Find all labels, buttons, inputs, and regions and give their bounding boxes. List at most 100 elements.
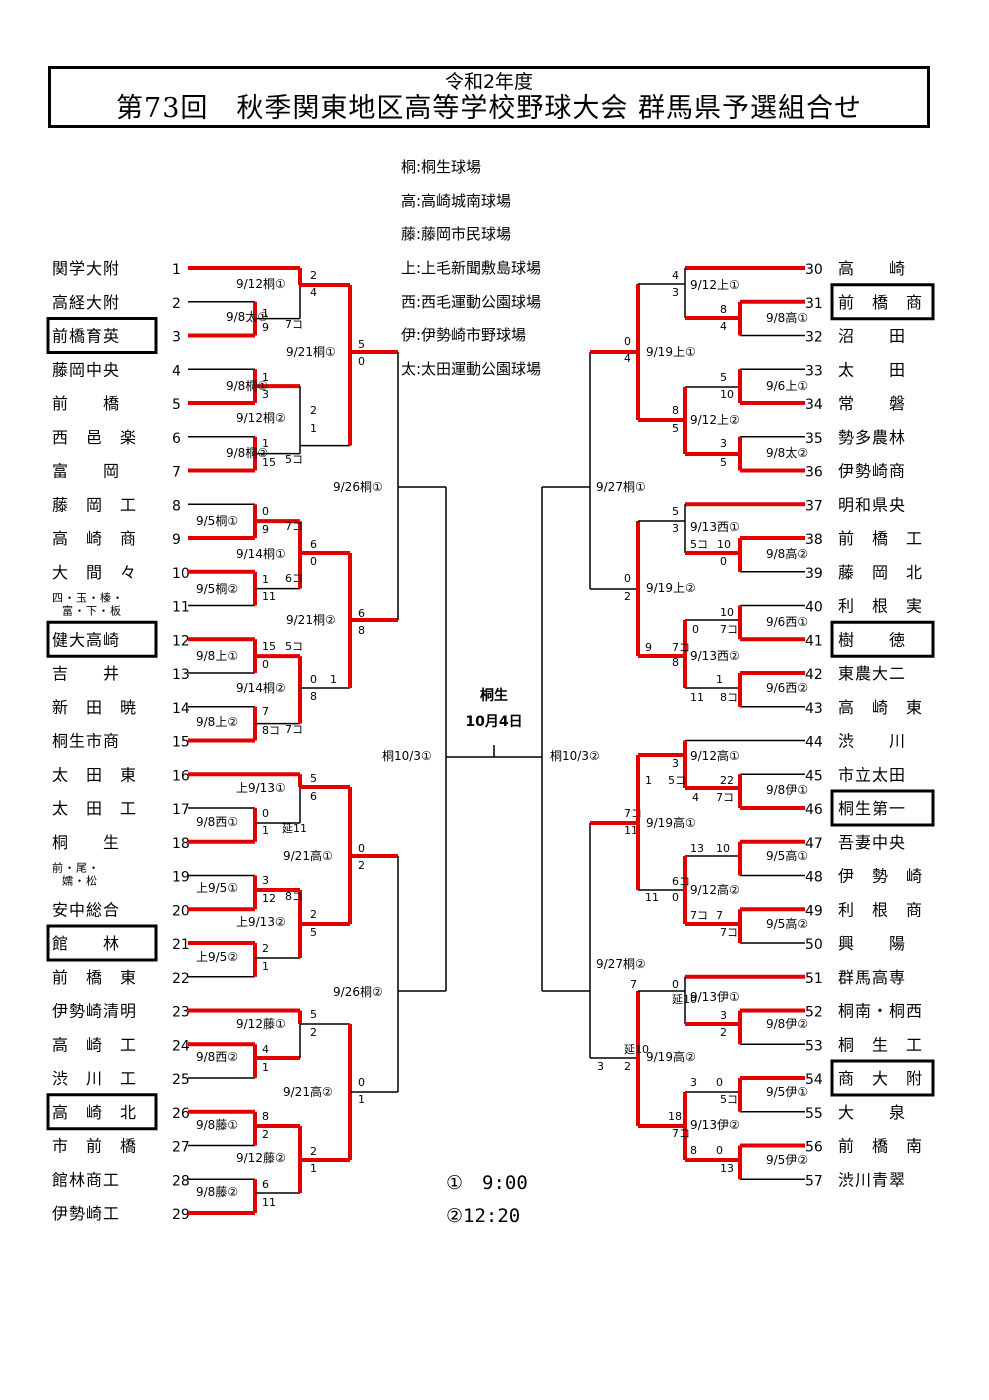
score: 2 bbox=[624, 1060, 631, 1073]
team-number: 29 bbox=[172, 1207, 190, 1223]
seed-box bbox=[830, 620, 935, 658]
score: 0 bbox=[358, 842, 365, 855]
team-name: 桐 生 工 bbox=[838, 1035, 923, 1054]
final-venue: 桐生 bbox=[480, 688, 508, 704]
game-label: 9/8藤② bbox=[196, 1185, 238, 1199]
score: 2 bbox=[262, 1128, 269, 1141]
team-number: 11 bbox=[172, 600, 190, 616]
score: 1 bbox=[262, 437, 269, 450]
game-label: 9/19上② bbox=[646, 581, 696, 595]
team-name: 樹 徳 bbox=[838, 630, 906, 649]
team-name: 関学大附 bbox=[52, 259, 120, 278]
score: 22 bbox=[720, 774, 734, 787]
score: 7コ bbox=[672, 1127, 690, 1140]
score: 7コ bbox=[285, 723, 303, 736]
score: 8 bbox=[358, 624, 365, 637]
seed-box bbox=[830, 283, 935, 321]
game-label: 9/5高② bbox=[766, 916, 808, 931]
team-number: 31 bbox=[805, 296, 823, 312]
score: 2 bbox=[358, 859, 365, 872]
score: 3 bbox=[262, 874, 269, 887]
score: 4 bbox=[262, 1043, 269, 1056]
team-name: 館林商工 bbox=[52, 1170, 120, 1189]
score: 3 bbox=[720, 437, 727, 450]
score: 1 bbox=[716, 673, 723, 686]
team-name: 館 林 bbox=[52, 934, 120, 953]
game-label: 9/12桐② bbox=[236, 411, 286, 425]
seed-box bbox=[830, 1059, 935, 1097]
score: 2 bbox=[310, 1145, 317, 1158]
score: 5 bbox=[358, 338, 365, 351]
team-number: 41 bbox=[805, 633, 823, 649]
venue-item: 桐:桐生球場 bbox=[401, 158, 482, 176]
team-name: 市立太田 bbox=[838, 765, 906, 784]
time-slot-2: ②12:20 bbox=[446, 1205, 521, 1227]
team-name: 西 邑 楽 bbox=[52, 428, 137, 447]
game-label: 9/8西② bbox=[196, 1050, 238, 1064]
score: 0 bbox=[672, 891, 679, 904]
team-number: 27 bbox=[172, 1140, 190, 1156]
game-label: 9/12上② bbox=[690, 413, 740, 427]
score: 7コ bbox=[720, 623, 738, 636]
team-number: 4 bbox=[172, 363, 181, 379]
venue-legend: 桐:桐生球場 高:高崎城南球場 藤:藤岡市民球場 上:上毛新聞敷島球場 西:西毛… bbox=[401, 152, 541, 388]
score: 1 bbox=[262, 824, 269, 837]
game-label: 9/12高② bbox=[690, 882, 740, 897]
score: 10 bbox=[720, 388, 734, 401]
score: 1 bbox=[262, 960, 269, 973]
game-label: 9/8太① bbox=[226, 309, 268, 324]
team-number: 39 bbox=[805, 566, 823, 582]
team-number: 33 bbox=[805, 363, 823, 379]
score: 6 bbox=[262, 1178, 269, 1191]
team-name: 藤岡中央 bbox=[52, 360, 120, 379]
team-name: 群馬高専 bbox=[838, 968, 906, 987]
score: 13 bbox=[690, 842, 704, 855]
game-label: 9/26桐② bbox=[333, 985, 383, 999]
title-box: 令和2年度 第73回 秋季関東地区高等学校野球大会 群馬県予選組合せ bbox=[48, 66, 930, 128]
score: 4 bbox=[692, 791, 699, 804]
team-name: 東農大二 bbox=[838, 664, 906, 683]
team-number: 6 bbox=[172, 431, 181, 447]
score: 0 bbox=[262, 505, 269, 518]
game-label: 9/13伊② bbox=[690, 1118, 740, 1132]
score: 5コ bbox=[285, 453, 303, 466]
score: 8 bbox=[690, 1144, 697, 1157]
score: 1 bbox=[645, 774, 652, 787]
seed-box bbox=[46, 620, 158, 658]
page-title: 第73回 秋季関東地区高等学校野球大会 群馬県予選組合せ bbox=[116, 93, 862, 124]
team-number: 9 bbox=[172, 532, 181, 548]
team-name: 利 根 実 bbox=[838, 597, 923, 616]
team-number: 30 bbox=[805, 262, 823, 278]
team-number: 22 bbox=[172, 971, 190, 987]
score: 1 bbox=[262, 1061, 269, 1074]
game-label: 9/19高① bbox=[646, 815, 696, 830]
score: 10 bbox=[720, 606, 734, 619]
team-name: 富 岡 bbox=[52, 462, 120, 481]
score: 7コ bbox=[716, 791, 734, 804]
team-name: 吾妻中央 bbox=[838, 833, 906, 852]
team-name: 前・尾・ bbox=[52, 861, 100, 875]
game-label: 9/8西① bbox=[196, 815, 238, 829]
score: 7 bbox=[716, 909, 723, 922]
game-label: 9/26桐① bbox=[333, 480, 383, 494]
final-label: 桐生 10月4日 bbox=[452, 683, 536, 735]
score: 7コ bbox=[720, 926, 738, 939]
score: 8 bbox=[672, 656, 679, 669]
team-number: 51 bbox=[805, 971, 823, 987]
score: 11 bbox=[262, 590, 276, 603]
team-name: 伊勢崎商 bbox=[838, 462, 906, 481]
game-label: 9/8上② bbox=[196, 715, 238, 729]
score: 3 bbox=[262, 388, 269, 401]
team-name: 渋 川 工 bbox=[52, 1069, 137, 1088]
team-number: 1 bbox=[172, 262, 181, 278]
score: 3 bbox=[672, 757, 679, 770]
game-label: 上9/13① bbox=[236, 781, 286, 795]
score: 2 bbox=[262, 942, 269, 955]
score: 1 bbox=[262, 371, 269, 384]
team-number: 52 bbox=[805, 1005, 823, 1021]
team-number: 10 bbox=[172, 566, 190, 582]
score: 1 bbox=[262, 307, 269, 320]
team-number: 16 bbox=[172, 768, 190, 784]
team-name: 高経大附 bbox=[52, 293, 120, 312]
team-name: 新 田 暁 bbox=[52, 698, 137, 717]
